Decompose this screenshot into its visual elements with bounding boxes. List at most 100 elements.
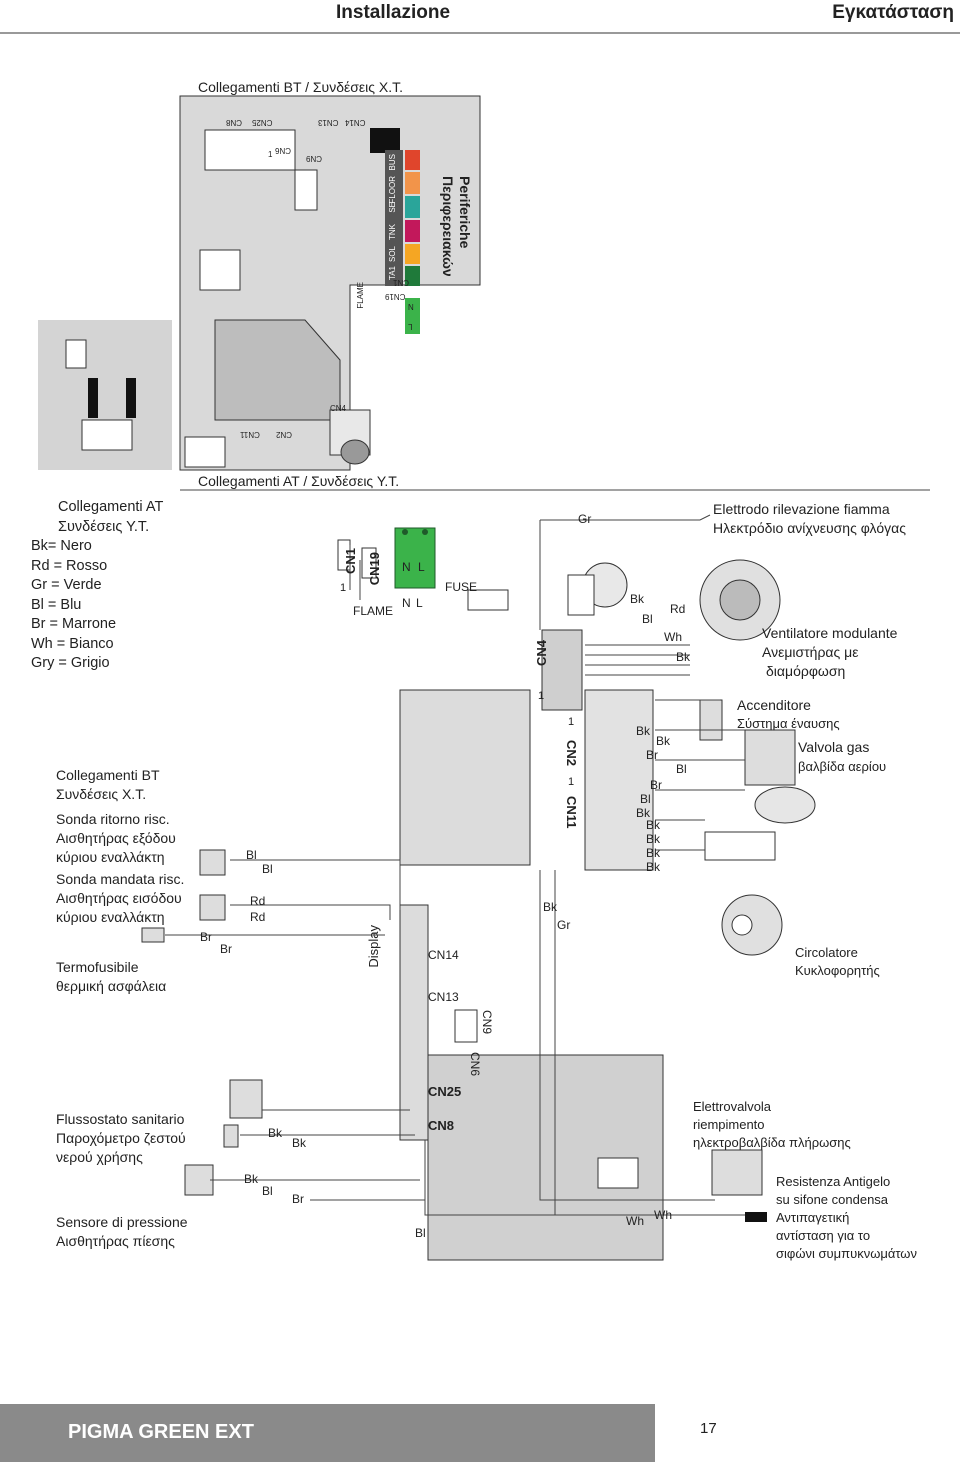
header-title-it: Installazione: [336, 2, 451, 23]
wire-label-bl: Bl: [676, 762, 687, 776]
top-n-label: N: [408, 302, 414, 311]
igniter-label-it: Accenditore: [737, 697, 811, 713]
cn11-pin1-label: 1: [568, 776, 575, 788]
wire-label-gr: Gr: [557, 918, 571, 932]
cn19-terminal: [394, 527, 436, 589]
fan-label-gr-1: Ανεμιστήρας με: [762, 644, 859, 660]
cn6-label: CN6: [468, 1052, 482, 1077]
footer-bar: PIGMA GREEN EXT: [0, 1404, 655, 1462]
peripherals-label-it: Periferiche: [457, 176, 473, 249]
caption-at-connections: Collegamenti AT / Συνδέσεις Υ.Τ.: [198, 473, 400, 489]
top-cn8-label: CN8: [226, 118, 243, 127]
cn19-l-label: L: [418, 560, 425, 574]
flow-switch-drawing: [229, 1079, 263, 1119]
flow-switch-label-it: Flussostato sanitario: [56, 1111, 185, 1127]
cn9-label: CN9: [480, 1010, 494, 1035]
wire-label-rd: Rd: [250, 910, 266, 924]
top-cn1-label: CN1: [393, 278, 410, 287]
wire-n-label: N: [402, 596, 411, 610]
wire-label-wh: Wh: [626, 1214, 644, 1228]
flame-label: FLAME: [353, 604, 394, 618]
antifreeze-label-it-2: su sifone condensa: [776, 1192, 889, 1207]
antifreeze-label-gr-1: Αντιπαγετική: [776, 1210, 850, 1225]
flame-electrode-label-it: Elettrodo rilevazione fiamma: [713, 501, 890, 517]
wire-label-br: Br: [200, 930, 212, 944]
pump-label-it: Circolatore: [795, 945, 858, 960]
cn11-label: CN11: [564, 796, 579, 829]
cn2-pin1-label: 1: [568, 716, 575, 728]
cn2-label: CN2: [564, 740, 579, 767]
wire-label-bl: Bl: [262, 862, 273, 876]
return-probe-label-gr-2: κύριου εναλλάκτη: [56, 849, 165, 865]
wire-label-bk: Bk: [543, 900, 558, 914]
wire-label-bk: Bk: [244, 1172, 259, 1186]
wire-label-bk: Bk: [636, 724, 651, 738]
top-cn9-label: CN9: [306, 154, 323, 163]
fill-valve-label-it-1: Elettrovalvola: [693, 1099, 772, 1114]
legend-color-gry: Gry = Grigio: [31, 655, 110, 671]
cn1-pin1-label: 1: [340, 582, 347, 594]
page-header: Installazione Εγκατάσταση: [0, 0, 960, 34]
wire-label-bk: Bk: [292, 1136, 307, 1150]
wire-label-bl: Bl: [246, 848, 257, 862]
top-cn19-label: CN19: [385, 292, 406, 301]
legend-at-it: Collegamenti AT: [58, 499, 164, 515]
top-flame-label: FLAME: [356, 282, 365, 309]
wire-label-rd: Rd: [670, 602, 686, 616]
antifreeze-label-it-1: Resistenza Antigelo: [776, 1174, 891, 1189]
cn19-label: CN19: [367, 552, 382, 586]
display-label: Display: [366, 925, 381, 968]
flow-switch-label-gr-1: Παροχόμετρο ζεστού: [56, 1130, 186, 1146]
wire-label-bk: Bk: [646, 832, 661, 846]
wire-label-br: Br: [650, 778, 662, 792]
top-cn2-label: CN2: [276, 430, 293, 439]
cn4-pin1-label: 1: [538, 690, 545, 702]
antifreeze-resistor-drawing: [745, 1212, 767, 1222]
flame-electrode-label-gr: Ηλεκτρόδιο ανίχνευσης φλόγας: [713, 520, 906, 536]
wire-label-bl: Bl: [642, 612, 653, 626]
page-number: 17: [700, 1420, 717, 1437]
wire-label-wh: Wh: [654, 1208, 672, 1222]
wire-label-bk: Bk: [630, 592, 645, 606]
legend-color-rd: Rd = Rosso: [31, 557, 108, 574]
top-cn13-label: CN13: [318, 118, 339, 127]
cn1-label: CN1: [343, 548, 358, 575]
wire-label-gr: Gr: [578, 512, 592, 526]
cn8-label: CN8: [428, 1118, 455, 1133]
return-probe-label-it: Sonda ritorno risc.: [56, 811, 170, 827]
fill-valve-label-it-2: riempimento: [693, 1117, 765, 1132]
antifreeze-label-gr-3: σιφώνι συμπυκνωμάτων: [776, 1246, 917, 1261]
wire-label-bl: Bl: [640, 792, 651, 806]
pressure-sensor-label-gr: Αισθητήρας πίεσης: [56, 1233, 175, 1249]
thermofuse-label-it: Termofusibile: [56, 959, 139, 975]
igniter-drawing: [699, 699, 723, 741]
legend-bt-gr: Συνδέσεις Χ.Τ.: [56, 786, 147, 802]
top-pin1-label: 1: [268, 150, 273, 159]
wire-label-bk: Bk: [646, 818, 661, 832]
top-l-label: L: [408, 322, 413, 331]
pressure-sensor-label-it: Sensore di pressione: [56, 1214, 188, 1230]
fan-label-gr-2: διαμόρφωση: [766, 663, 846, 679]
top-cn14-label: CN14: [345, 118, 366, 127]
fuse-label: FUSE: [445, 580, 478, 594]
wire-label-bk: Bk: [676, 650, 691, 664]
legend-color-br: Br = Marrone: [31, 616, 117, 632]
main-board: [399, 689, 531, 866]
fill-valve-label-gr: ηλεκτροβαλβίδα πλήρωσης: [693, 1135, 851, 1150]
peripherals-label-gr: Περιφερειακών: [440, 176, 456, 277]
cn25-label: CN25: [428, 1084, 462, 1099]
top-cn6-label: CN6: [275, 146, 292, 155]
cn19-n-label: N: [402, 560, 411, 574]
wire-label-bl: Bl: [415, 1226, 426, 1240]
wire-label-wh: Wh: [664, 630, 682, 644]
wire-label-br: Br: [646, 748, 658, 762]
terminal-floor: FLOOR: [388, 176, 397, 204]
wire-label-bk: Bk: [646, 860, 661, 874]
terminal-se: SE: [388, 202, 397, 213]
pressure-sensor-drawing: [184, 1164, 214, 1196]
flow-probe-label-gr-1: Αισθητήρας εισόδου: [56, 890, 182, 906]
terminal-bus: BUS: [388, 154, 397, 171]
wire-label-rd: Rd: [250, 894, 266, 908]
gas-valve-drawing: [744, 729, 796, 786]
legend-color-bk: Bk= Nero: [31, 538, 92, 554]
